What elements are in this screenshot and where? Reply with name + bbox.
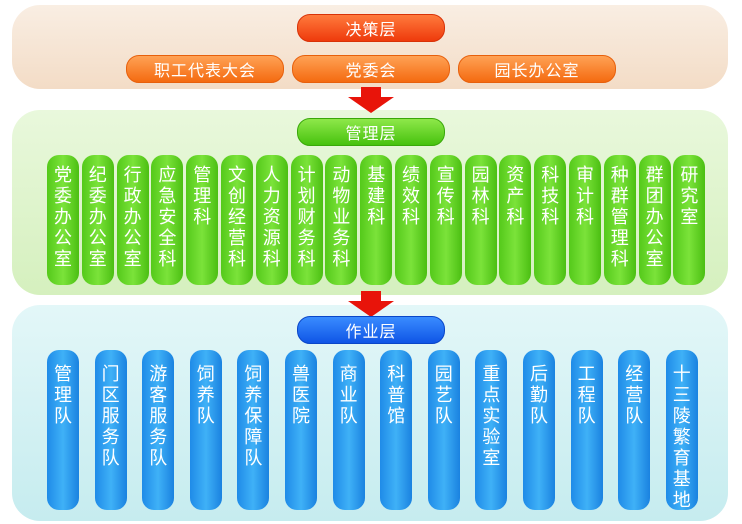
unit-column-13: 十三陵繁育基地 [665,350,698,511]
unit-column-6: 商业队 [332,350,365,510]
department-column-13: 资产科 [499,155,532,285]
unit-column-12: 经营队 [618,350,651,510]
department-column-3: 应急安全科 [151,155,184,285]
unit-column-7: 科普馆 [380,350,413,510]
decision-layer-title: 决策层 [297,14,445,42]
management-layer-title: 管理层 [297,118,445,146]
department-column-15: 审计科 [569,155,601,285]
department-column-9: 基建科 [360,155,393,285]
unit-column-10: 后勤队 [523,350,555,510]
unit-column-0: 管理队 [47,350,79,510]
department-column-1: 纪委办公室 [81,155,114,285]
department-column-11: 宣传科 [429,155,462,285]
department-column-14: 科技科 [534,155,567,285]
down-arrow-icon [348,87,394,113]
unit-column-1: 门区服务队 [94,350,127,510]
unit-column-11: 工程队 [570,350,603,510]
department-column-10: 绩效科 [395,155,427,285]
department-column-0: 党委办公室 [47,155,79,285]
department-column-16: 种群管理科 [603,155,636,285]
decision-item-workers-congress: 职工代表大会 [126,55,284,83]
department-column-12: 园林科 [464,155,497,285]
unit-column-4: 饲养保障队 [237,350,270,510]
department-column-17: 群团办公室 [638,155,671,285]
unit-column-8: 园艺队 [427,350,460,510]
department-column-8: 动物业务科 [325,155,358,285]
department-column-6: 人力资源科 [255,155,288,285]
operations-layer-title: 作业层 [297,316,445,344]
department-column-7: 计划财务科 [290,155,323,285]
department-column-2: 行政办公室 [116,155,149,285]
decision-item-director-office: 园长办公室 [458,55,616,83]
unit-column-2: 游客服务队 [142,350,175,510]
department-column-18: 研究室 [673,155,706,285]
department-column-4: 管理科 [186,155,219,285]
unit-column-3: 饲养队 [189,350,222,510]
department-column-5: 文创经营科 [221,155,253,285]
unit-column-5: 兽医院 [285,350,317,510]
unit-column-9: 重点实验室 [475,350,508,510]
down-arrow-icon [348,291,394,317]
decision-item-party-committee: 党委会 [292,55,450,83]
